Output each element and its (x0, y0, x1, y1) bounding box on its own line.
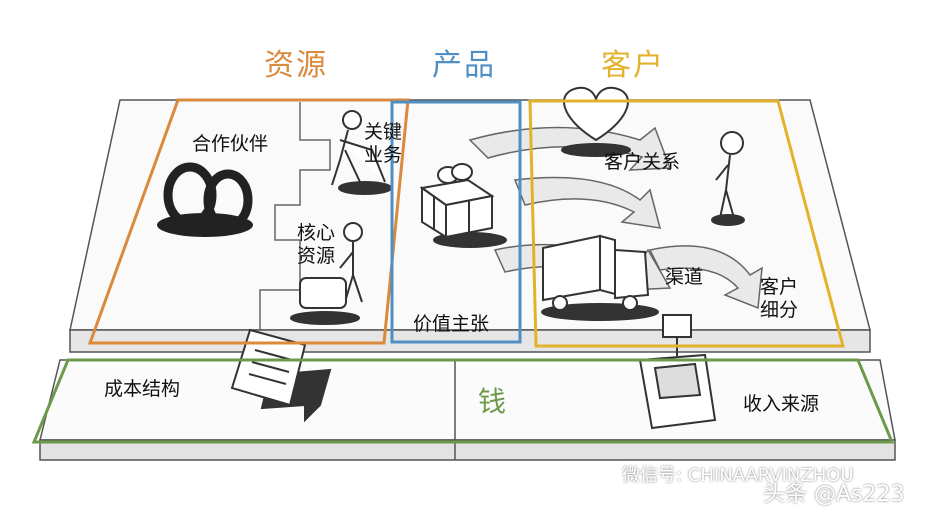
worker-with-block-icon (290, 222, 363, 325)
customer-category-title: 客户 (601, 48, 665, 83)
value-proposition-label: 价值主张 (413, 313, 490, 335)
key-partners-label: 合作伙伴 (192, 133, 269, 155)
money-frame (31, 358, 895, 444)
product-category-title: 产品 (432, 48, 496, 83)
wechat-icon (592, 466, 616, 486)
key-resources-label-line1: 核心 (297, 222, 336, 244)
resources-category-title: 资源 (264, 48, 328, 83)
customer-person-icon (711, 131, 745, 226)
paper-document-icon (230, 328, 332, 423)
customer-relationships-label: 客户关系 (604, 151, 681, 173)
wechat-watermark-text: 微信号: CHINAARVINZHOU (622, 465, 854, 486)
customer-frame (528, 99, 845, 348)
worker-shoveling-icon (331, 110, 392, 195)
wechat-watermark: 微信号: CHINAARVINZHOU (592, 461, 854, 487)
truck-icon (541, 234, 659, 321)
cash-register-icon (638, 314, 717, 430)
customer-segments-label-line1: 客户 (760, 276, 799, 298)
key-activities-label-line1: 关键 (364, 121, 403, 143)
product-frame (390, 100, 522, 344)
resources-frame (87, 98, 410, 345)
heart-icon (561, 86, 631, 157)
customer-segments-label-line2: 细分 (760, 299, 799, 321)
key-resources-label-line2: 资源 (297, 245, 336, 267)
channels-label: 渠道 (665, 266, 704, 288)
cost-structure-label: 成本结构 (104, 378, 181, 400)
revenue-streams-label: 收入来源 (743, 393, 820, 415)
puzzle-divider (259, 102, 331, 330)
key-activities-label-line2: 业务 (364, 144, 403, 166)
gift-box-icon (419, 163, 507, 248)
money-label: 钱 (478, 385, 509, 418)
rings-icon (157, 162, 253, 237)
toutiao-watermark: 头条 @As223 (763, 482, 905, 507)
